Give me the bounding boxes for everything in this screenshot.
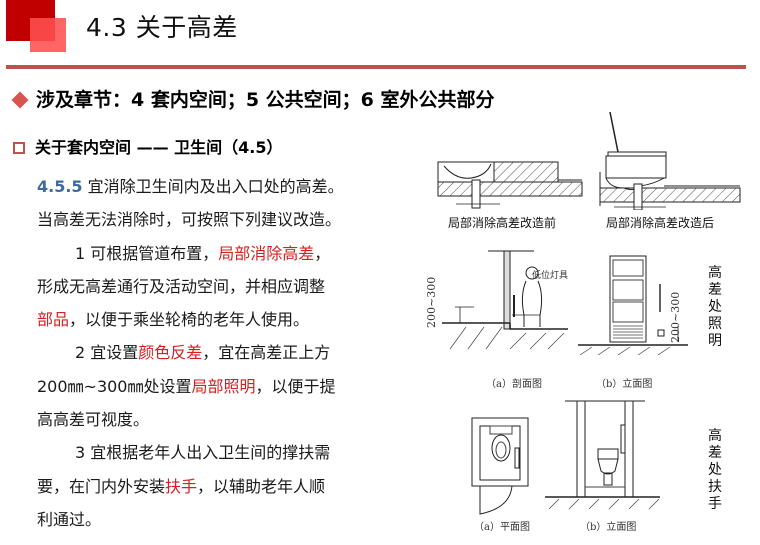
section-text: 关于套内空间 —— 卫生间（4.5） — [35, 138, 283, 157]
title-divider — [6, 65, 746, 69]
item-3-line-3: 利通过。 — [37, 509, 102, 529]
after-caption: 局部消除高差改造后 — [606, 216, 715, 230]
item-3-suffix: ，以辅助老年人顺 — [197, 476, 326, 496]
item-1-text: 1 可根据管道布置， — [75, 243, 219, 263]
clause-text: 宜消除卫生间内及出入口处的高差。 — [82, 177, 344, 196]
lamp-label: 低位灯具 — [532, 271, 569, 281]
clause-number: 4.5.5 — [37, 177, 83, 196]
square-outline-icon — [13, 142, 25, 154]
item-1-suffix: ， — [314, 243, 331, 263]
after-renovation-drawing — [599, 111, 741, 210]
diamond-icon — [11, 91, 29, 109]
item-3-text: 要，在门内外安装 — [37, 476, 166, 496]
item-2-text: 2 宜设置 — [75, 343, 139, 363]
item-2-highlight-2: 局部照明 — [191, 376, 256, 396]
lighting-section-drawing — [442, 250, 568, 350]
body-text: 4.5.5 宜消除卫生间内及出入口处的高差。 当高差无法消除时，可按照下列建议改… — [37, 170, 422, 536]
section-heading: 关于套内空间 —— 卫生间（4.5） — [13, 137, 283, 159]
item-3-line-2: 要，在门内外安装扶手，以辅助老年人顺 — [37, 470, 422, 503]
logo-square-light — [30, 18, 66, 52]
item-1-line-3: 部品，以便于乘坐轮椅的老年人使用。 — [37, 303, 422, 336]
lighting-section-caption: （a）剖面图 — [486, 379, 542, 390]
before-renovation-drawing — [437, 161, 583, 209]
item-1-highlight-2: 部品 — [37, 310, 70, 330]
lighting-elevation-drawing — [578, 255, 688, 355]
handrail-elevation-caption: （b）立面图 — [580, 522, 637, 533]
item-2-suffix: ，宜在高差正上方 — [202, 343, 331, 363]
item-3-highlight: 扶手 — [165, 476, 198, 496]
item-3-line-1: 3 宜根据老年人出入卫生间的撑扶需 — [75, 443, 331, 463]
clause-line-2: 当高差无法消除时，可按照下列建议改造。 — [37, 210, 342, 230]
item-1-highlight: 局部消除高差 — [218, 243, 315, 263]
handrail-side-label: 高差处扶手 — [708, 428, 722, 512]
item-2-line-2-text: 200㎜~300㎜处设置 — [37, 376, 192, 396]
lighting-side-label: 高差处照明 — [708, 265, 722, 349]
handrail-plan-caption: （a）平面图 — [474, 522, 530, 533]
handrail-elevation-drawing — [545, 400, 660, 510]
handrail-plan-drawing — [471, 417, 529, 515]
item-2-line-2-suffix: ，以便于提 — [255, 376, 336, 396]
dimension-label-b: 200~300 — [669, 291, 682, 343]
item-1-line-2: 形成无高差通行及活动空间，并相应调整 — [37, 276, 326, 296]
lighting-elevation-caption: （b）立面图 — [596, 379, 653, 390]
item-2-line-2: 200㎜~300㎜处设置局部照明，以便于提 — [37, 370, 422, 403]
item-2-highlight: 颜色反差 — [138, 343, 203, 363]
item-1-line-1: 1 可根据管道布置，局部消除高差， — [37, 237, 422, 270]
chapters-text: 涉及章节：4 套内空间；5 公共空间；6 室外公共部分 — [36, 89, 495, 111]
dimension-label-a: 200~300 — [425, 276, 438, 328]
clause-line-1: 4.5.5 宜消除卫生间内及出入口处的高差。 — [37, 170, 422, 203]
item-2-line-1: 2 宜设置颜色反差，宜在高差正上方 — [37, 336, 422, 369]
chapters-line: 涉及章节：4 套内空间；5 公共空间；6 室外公共部分 — [10, 87, 495, 113]
item-2-line-3: 高高差可视度。 — [37, 410, 150, 430]
before-caption: 局部消除高差改造前 — [448, 216, 557, 230]
item-1-rest: ，以便于乘坐轮椅的老年人使用。 — [69, 310, 310, 330]
slide-title: 4.3 关于高差 — [86, 13, 238, 42]
